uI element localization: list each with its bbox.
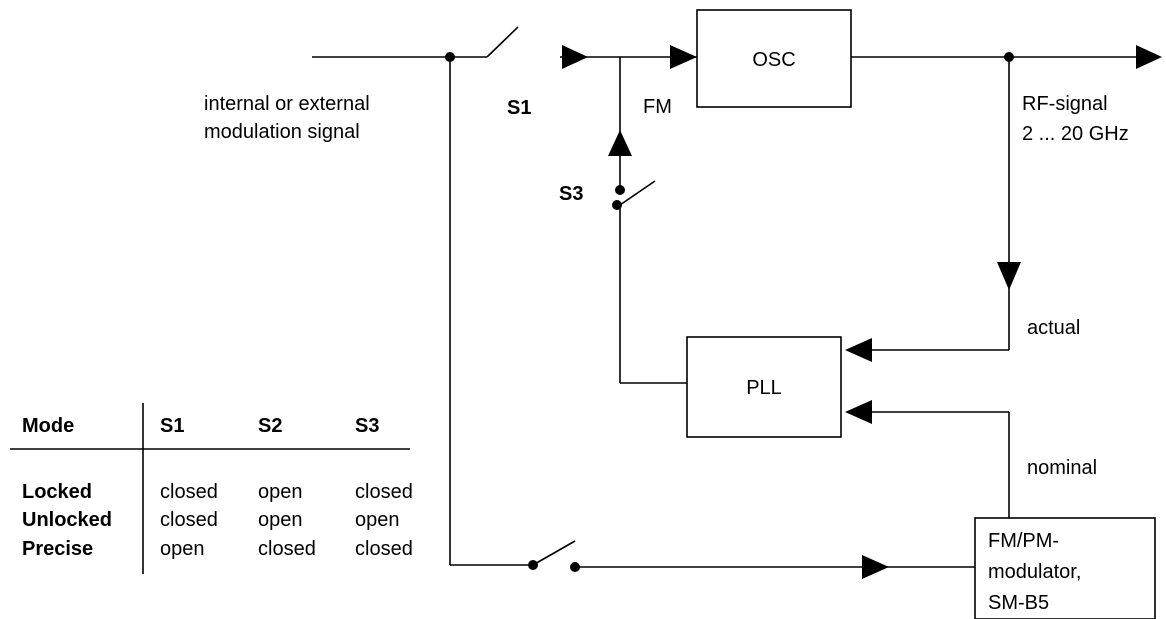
s1-switch-blade (486, 26, 519, 58)
arrow-rf-output (1136, 45, 1162, 69)
s1-label: S1 (507, 97, 531, 119)
table-row-s1: closed (160, 481, 218, 503)
s2-switch-blade (532, 540, 576, 566)
modulator-label-line3: SM-B5 (988, 592, 1049, 614)
modulator-label-line2: modulator, (988, 561, 1081, 583)
input-signal-label-line2: modulation signal (204, 121, 360, 143)
table-header-mode: Mode (22, 415, 74, 437)
table-header-s1: S1 (160, 415, 184, 437)
rf-signal-label-line2: 2 ... 20 GHz (1022, 123, 1129, 145)
table-row-s1: closed (160, 509, 218, 531)
table-row-s2: open (258, 481, 303, 503)
modulator-block (974, 517, 1156, 619)
mode-table: Mode S1 S2 S3 Locked closed open closed … (22, 415, 413, 560)
table-row-mode: Locked (22, 481, 92, 503)
arrow-s1-right (562, 45, 588, 69)
pll-label: PLL (746, 377, 782, 399)
arrow-into-modulator (862, 555, 889, 579)
s3-label: S3 (559, 183, 583, 205)
input-signal-label-line1: internal or external (204, 93, 370, 115)
s3-lower-contact-dot (612, 200, 622, 210)
nominal-label: nominal (1027, 457, 1097, 479)
osc-block (696, 9, 852, 108)
table-row-s3: closed (355, 481, 413, 503)
s3-upper-contact-dot (615, 185, 625, 195)
modulator-label-line1: FM/PM- (988, 530, 1059, 552)
rf-signal-label-line1: RF-signal (1022, 93, 1108, 115)
osc-label: OSC (752, 49, 795, 71)
table-row-s2: open (258, 509, 303, 531)
arrow-nominal-into-pll (845, 400, 872, 424)
s2-left-contact-dot (528, 560, 538, 570)
s3-switch-blade (619, 180, 656, 206)
arrow-osc-input (670, 45, 697, 69)
pll-block (686, 336, 842, 438)
arrow-rf-down (997, 262, 1021, 290)
table-header-s2: S2 (258, 415, 282, 437)
table-header-s3: S3 (355, 415, 379, 437)
rf-junction-dot (1004, 52, 1014, 62)
table-row-mode: Precise (22, 538, 93, 560)
table-row-s3: closed (355, 538, 413, 560)
table-row-s1: open (160, 538, 205, 560)
input-junction-dot (445, 52, 455, 62)
fm-label: FM (643, 96, 672, 118)
s2-right-contact-dot (570, 562, 580, 572)
table-row-s3: open (355, 509, 400, 531)
actual-label: actual (1027, 317, 1080, 339)
arrow-actual-into-pll (845, 338, 872, 362)
arrow-s3-up (608, 130, 632, 156)
table-row-mode: Unlocked (22, 509, 112, 531)
table-row-s2: closed (258, 538, 316, 560)
